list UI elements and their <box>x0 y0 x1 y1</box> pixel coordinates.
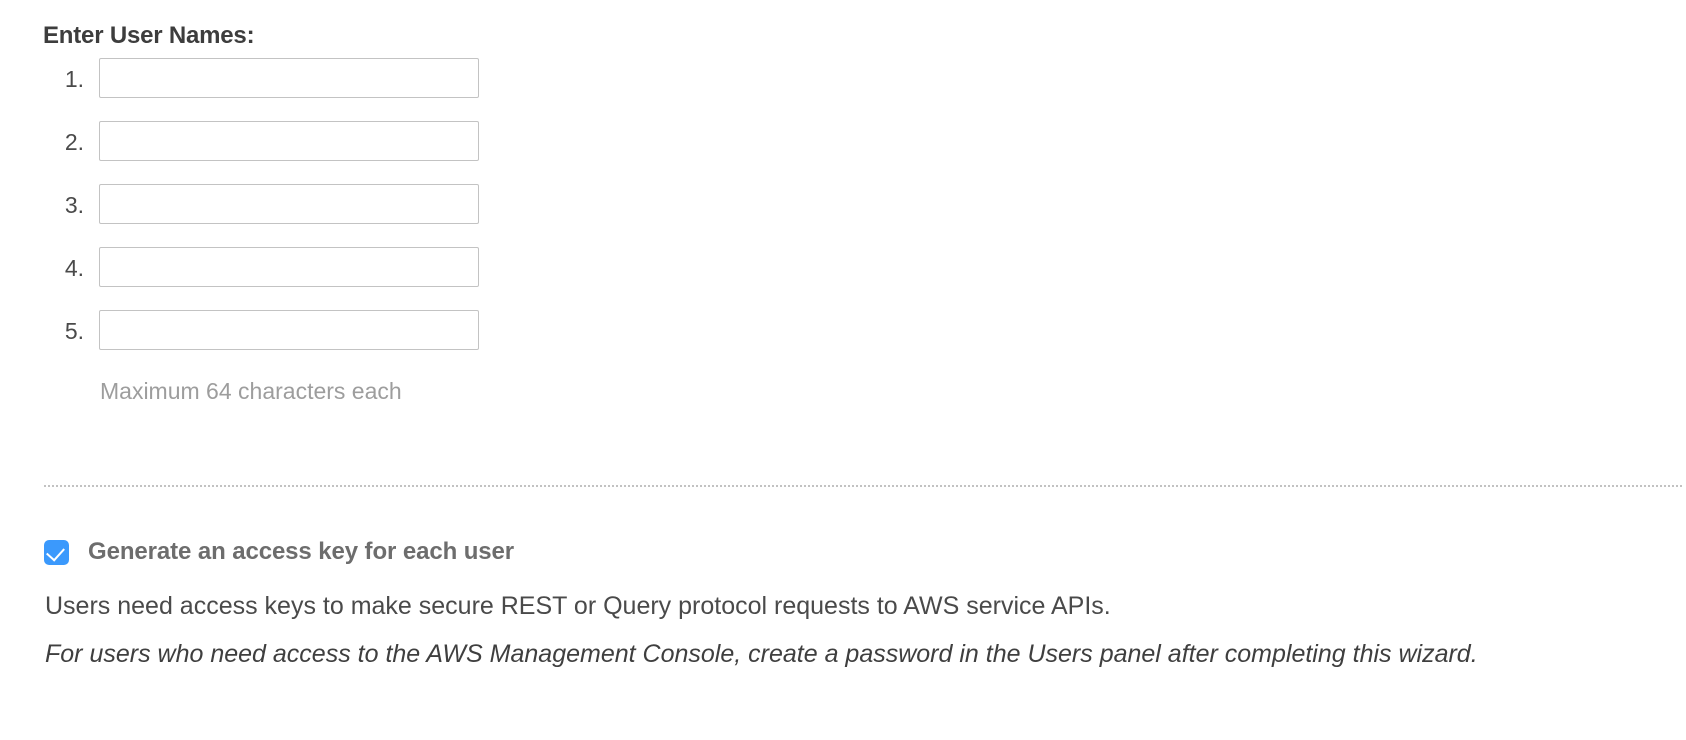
user-name-input-2[interactable] <box>99 121 479 161</box>
user-name-input-5[interactable] <box>99 310 479 350</box>
generate-access-key-row[interactable]: Generate an access key for each user <box>44 538 514 566</box>
row-index-label: 2. <box>64 129 84 155</box>
user-name-input-3[interactable] <box>99 184 479 224</box>
max-characters-hint: Maximum 64 characters each <box>100 378 402 404</box>
generate-access-key-label[interactable]: Generate an access key for each user <box>88 538 514 565</box>
check-icon <box>46 541 65 562</box>
user-name-input-4[interactable] <box>99 247 479 287</box>
user-name-input-1[interactable] <box>99 58 479 98</box>
row-index-label: 4. <box>64 255 84 281</box>
row-index-label: 5. <box>64 318 84 344</box>
section-divider <box>44 485 1682 487</box>
row-index-label: 3. <box>64 192 84 218</box>
row-index-label: 1. <box>64 66 84 92</box>
access-key-description: Users need access keys to make secure RE… <box>45 592 1111 620</box>
generate-access-key-checkbox[interactable] <box>44 539 69 565</box>
access-key-note: For users who need access to the AWS Man… <box>45 640 1478 668</box>
page-title: Enter User Names: <box>43 22 255 49</box>
